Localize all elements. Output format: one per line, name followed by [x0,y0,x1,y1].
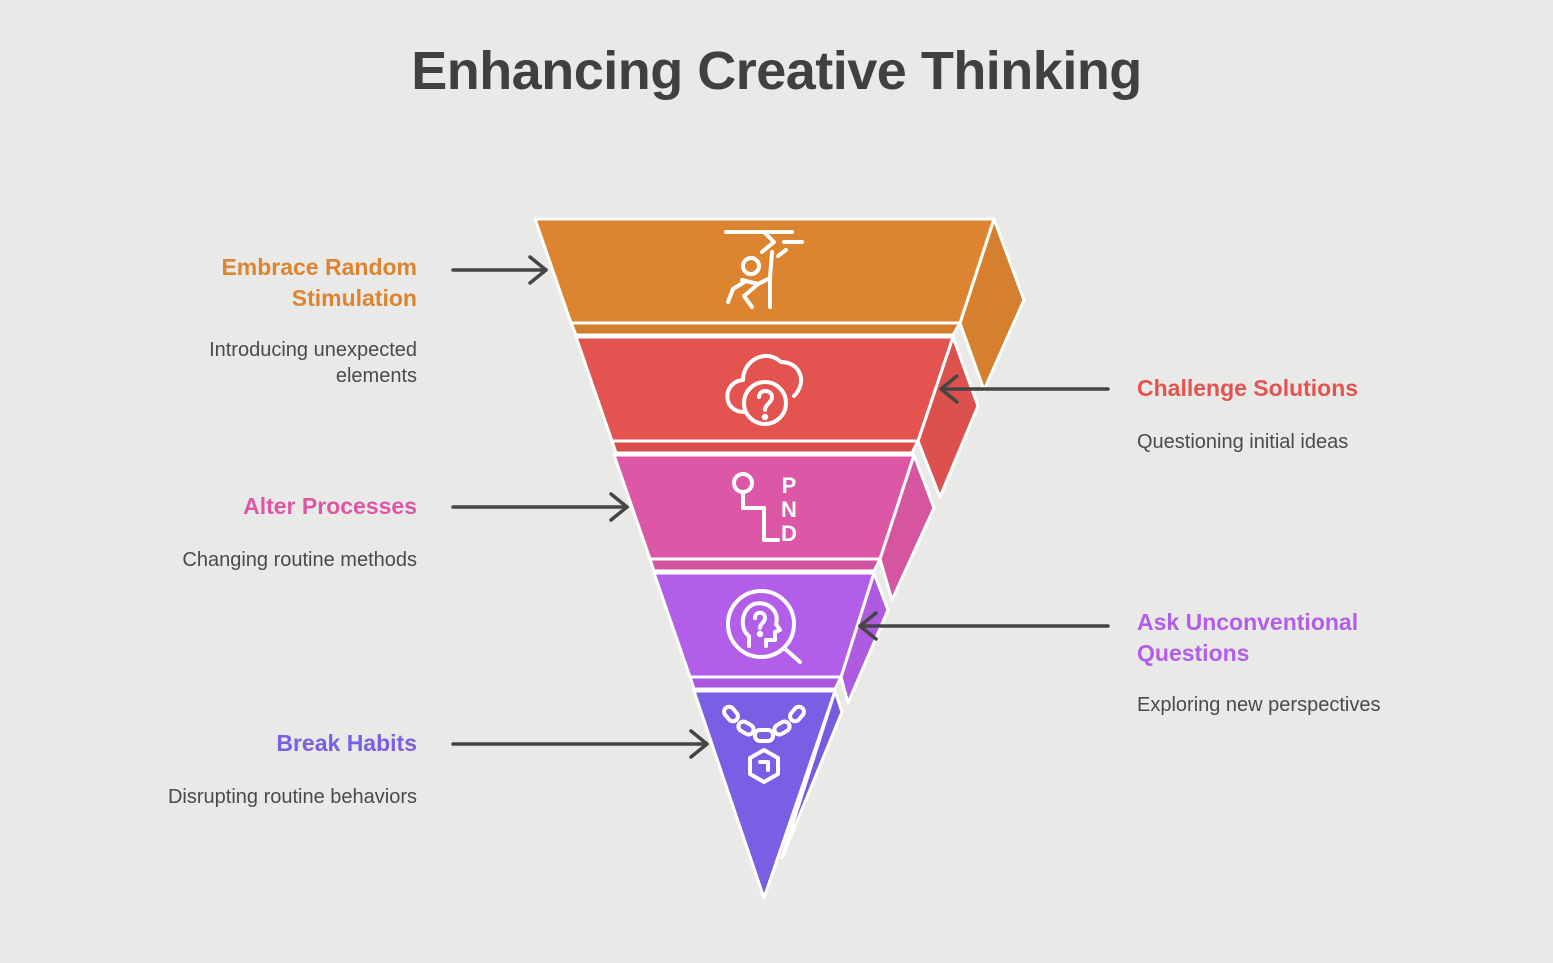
level-1-description: Introducing unexpected elements [209,339,417,387]
level-5-description: Disrupting routine behaviors [167,786,417,808]
process-letter-1: P [782,473,797,498]
level-1-segment [533,217,1026,392]
level-5-label: Break Habits [276,730,417,756]
level-1-label: Embrace Random Stimulation [221,254,417,311]
level-1-ledge [569,321,962,337]
process-letter-3: D [781,521,797,546]
level-3-ledge [648,557,882,573]
stick-figure-icon [724,230,804,309]
level-5-front [692,689,837,900]
level-3-label: Alter Processes [243,493,417,519]
level-4-label: Ask Unconventional Questions [1137,609,1359,666]
level-5-segment [692,689,844,900]
head-question-search-icon [726,589,802,664]
level-2-ledge [610,439,920,455]
level-5-side [780,689,844,860]
level-4-ledge [688,675,843,691]
level-4-description: Exploring new perspectives [1137,694,1381,716]
level-3-description: Changing routine methods [182,549,417,571]
process-letter-2: N [781,497,797,522]
cloud-question-icon [725,354,804,426]
broken-chain-icon [722,704,806,784]
level-4-front [652,571,876,679]
level-2-description: Questioning initial ideas [1137,431,1349,453]
level-2-label: Challenge Solutions [1137,375,1359,401]
page-title: Enhancing Creative Thinking [411,41,1142,101]
level-2-segment [574,335,980,499]
process-path-icon: P N D [732,472,797,546]
